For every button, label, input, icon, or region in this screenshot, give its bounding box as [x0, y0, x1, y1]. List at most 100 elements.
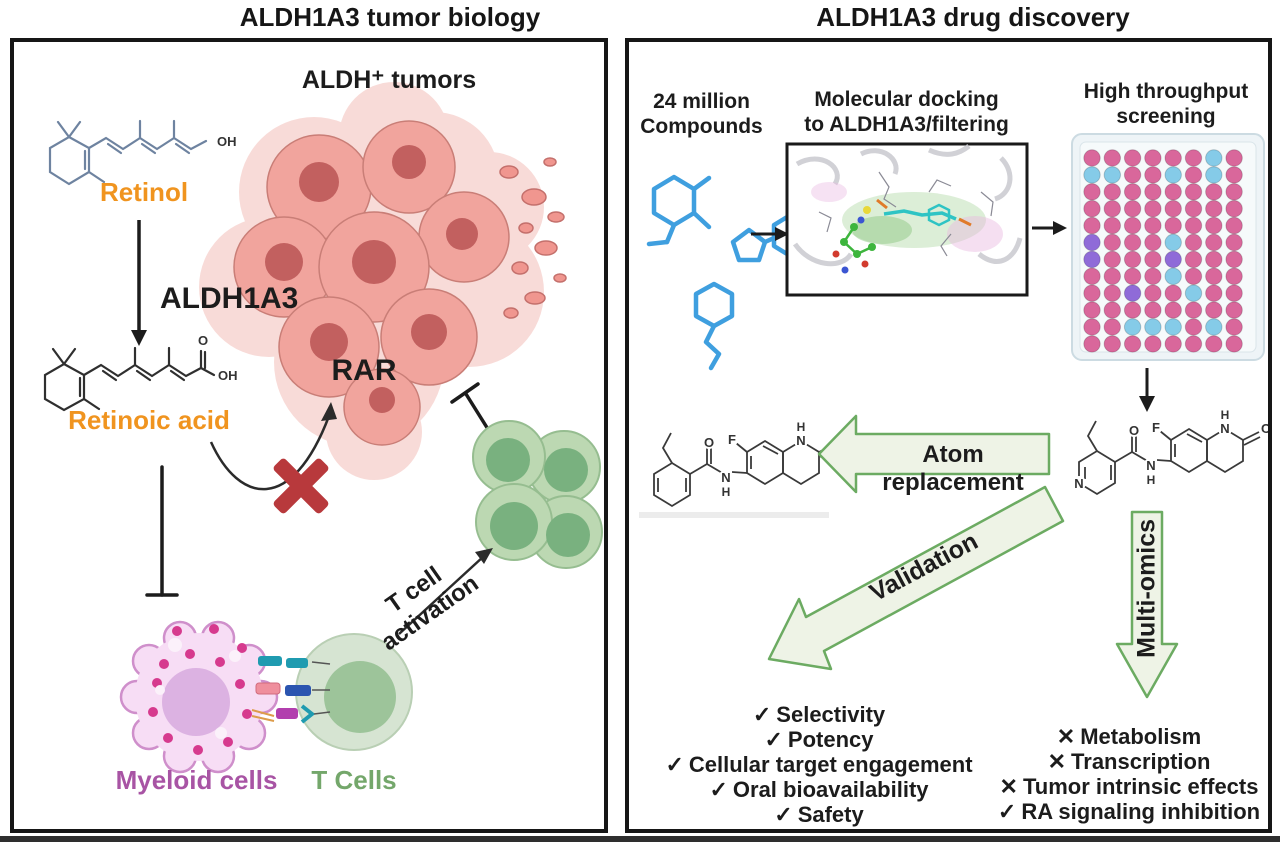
plate-well: [1164, 216, 1182, 235]
lead-lactam-h-label: H: [797, 420, 806, 434]
plate-well: [1184, 233, 1203, 252]
retinoic-acid-label: Retinoic acid: [68, 405, 230, 435]
plate-well: [1123, 183, 1142, 201]
docking-rendering: [785, 142, 1029, 297]
retinol-label: Retinol: [99, 177, 189, 207]
plate-well: [1225, 200, 1243, 218]
plate-well: [1083, 233, 1101, 252]
plate-well: [1205, 250, 1223, 269]
checklist-item: ✓Selectivity: [654, 702, 984, 727]
plate-well: [1184, 301, 1203, 319]
retinoic-acid-structure: [43, 346, 216, 412]
plate-well: [1164, 166, 1182, 184]
hit-f-label: F: [1152, 420, 1160, 435]
hit-lactam-n-label: N: [1220, 421, 1229, 436]
plate-well: [1083, 166, 1101, 184]
plate-well: [1103, 233, 1121, 252]
plate-well: [1164, 250, 1182, 269]
hit-amide-n-label: N: [1146, 458, 1155, 473]
plate-well: [1225, 335, 1243, 353]
plate-well: [1103, 318, 1121, 336]
plate-well: [1184, 183, 1203, 201]
plate-well: [1144, 250, 1162, 269]
left-panel-title: ALDH1A3 tumor biology: [239, 2, 541, 32]
plate-well: [1205, 216, 1223, 235]
plate-well: [1164, 318, 1182, 336]
multi-omics-checklist: ✕Metabolism ✕Transcription ✕Tumor intrin…: [974, 724, 1280, 824]
plate-well: [1225, 318, 1243, 336]
compounds-label-line1: 24 million: [653, 90, 750, 113]
plate-well: [1184, 149, 1203, 167]
plate-well: [1103, 200, 1121, 218]
tumor-biology-graphics: OH O OH: [43, 82, 603, 774]
plate-well: [1083, 335, 1101, 353]
plate-well: [1225, 267, 1243, 286]
plate-well: [1144, 183, 1162, 201]
plate-well: [1144, 335, 1162, 353]
plate-well: [1184, 250, 1203, 269]
tcell-activation-arrow: [398, 548, 493, 635]
plate-well: [1083, 318, 1101, 336]
plate-well: [1164, 301, 1182, 319]
activated-tcell-cluster: [472, 420, 603, 569]
validation-checklist: ✓Selectivity ✓Potency ✓Cellular target e…: [654, 702, 984, 827]
hit-compound-structure: [1072, 420, 1268, 496]
drug-discovery-graphics: N O N H F N H O: [639, 133, 1268, 699]
plate-well: [1144, 284, 1162, 302]
plate-well: [1123, 149, 1142, 167]
plate-well: [1103, 183, 1121, 201]
tumor-budding-cells: [499, 157, 567, 319]
plate-well: [1123, 318, 1142, 336]
lead-compound-shadow: [639, 512, 829, 518]
retinol-oh-label: OH: [217, 134, 237, 149]
checklist-item: ✓Safety: [654, 802, 984, 827]
plate-well: [1164, 335, 1182, 353]
plate-well: [1083, 267, 1101, 286]
hit-lactam-o-label: O: [1261, 421, 1268, 436]
checklist-item-text: Cellular target engagement: [688, 752, 973, 777]
plate-well: [1164, 183, 1182, 201]
drug-discovery-panel: N O N H F N H O: [625, 38, 1272, 833]
figure-bottom-edge: [0, 836, 1280, 842]
plate-well: [1225, 301, 1243, 319]
right-panel-title: ALDH1A3 drug discovery: [816, 2, 1130, 32]
retinol-structure: [48, 119, 208, 186]
plate-well: [1164, 233, 1182, 252]
plate-well: [1184, 267, 1203, 286]
hit-pyridine-n-label: N: [1074, 476, 1083, 491]
hit-lactam-h-label: H: [1221, 408, 1230, 422]
plate-well: [1083, 200, 1101, 218]
plate-well: [1184, 284, 1203, 302]
plate-well: [1205, 318, 1223, 336]
plate-well: [1205, 335, 1223, 353]
lead-lactam-n-label: N: [796, 433, 805, 448]
plate-well: [1205, 233, 1223, 252]
checklist-item-text: Transcription: [1071, 749, 1211, 774]
compounds-to-docking-arrow: [751, 227, 789, 241]
hts-to-hit-arrow: [1139, 368, 1155, 412]
tumor-mass: [199, 82, 567, 480]
cross-icon: ✕: [999, 774, 1018, 799]
plate-well: [1144, 267, 1162, 286]
lead-compound-structure: [653, 432, 848, 508]
plate-well: [1083, 216, 1101, 235]
plate-well: [1103, 284, 1121, 302]
cross-icon: ✕: [1047, 749, 1067, 774]
compounds-label-line2: Compounds: [640, 115, 763, 138]
plate-well: [1205, 267, 1223, 286]
plate-well: [1083, 183, 1101, 201]
docking-label-line2: to ALDH1A3/filtering: [804, 113, 1009, 136]
plate-well: [1144, 216, 1162, 235]
plate-well: [1184, 335, 1203, 353]
plate-well: [1225, 233, 1243, 252]
plate-well: [1205, 284, 1223, 302]
plate-well: [1164, 267, 1182, 286]
hts-label-line2: screening: [1116, 105, 1216, 128]
plate-well: [1123, 233, 1142, 252]
plate-well: [1083, 301, 1101, 319]
plate-well: [1123, 301, 1142, 319]
lead-carbonyl-o-label: O: [704, 435, 714, 450]
tumor-biology-panel: OH O OH: [10, 38, 608, 833]
plate-well: [1103, 267, 1121, 286]
plate-well: [1225, 250, 1243, 269]
